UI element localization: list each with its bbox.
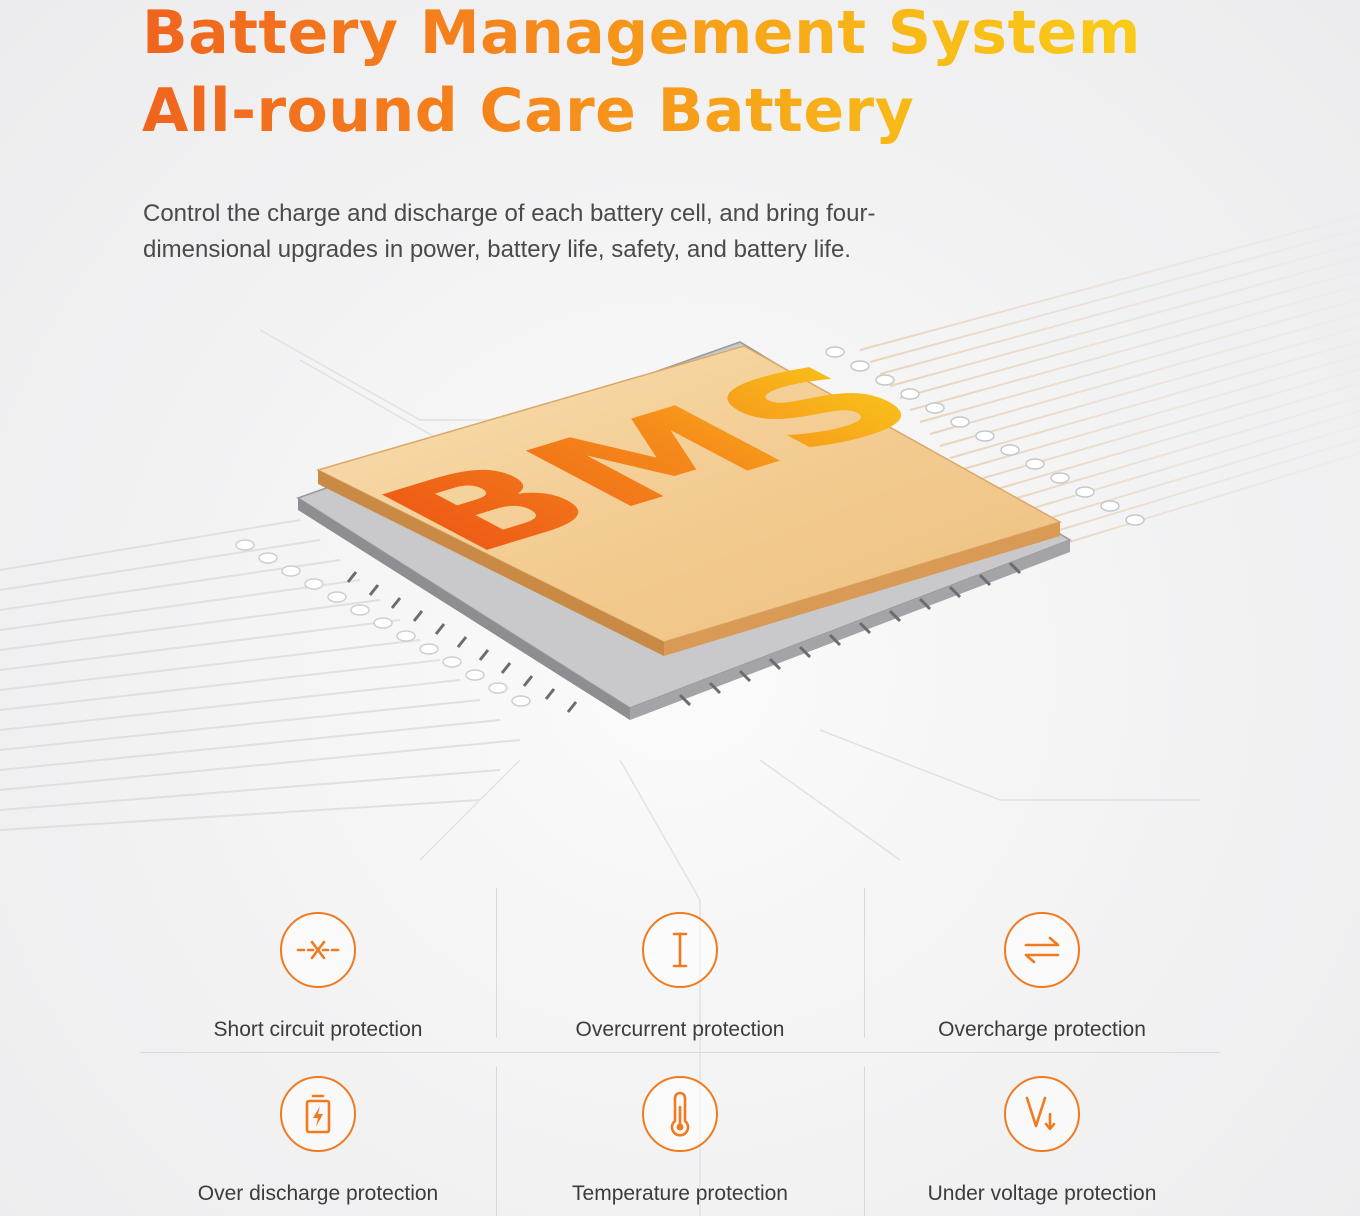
charge-arrows-icon [1004,912,1080,988]
short-circuit-icon [280,912,356,988]
divider [496,1066,497,1216]
thermometer-icon [642,1076,718,1152]
pads-left [235,539,531,707]
bms-chip: BMS [296,341,1072,720]
voltage-icon [1004,1076,1080,1152]
headline-line-2: All-round Care Battery [142,76,915,146]
divider [140,1052,1220,1053]
protection-features-grid: Short circuit protection Overcurrent pro… [140,888,1220,1216]
divider [496,888,497,1038]
description-text: Control the charge and discharge of each… [143,200,876,263]
left-trace-bundle [0,519,521,831]
divider [864,1066,865,1216]
feature-label: Short circuit protection [213,1018,423,1041]
feature-label: Over discharge protection [197,1182,439,1205]
feature-over-discharge: Over discharge protection [148,1076,488,1206]
feature-label: Under voltage protection [927,1182,1157,1205]
chip-pins-left [346,571,578,713]
feature-label: Overcurrent protection [575,1018,785,1041]
battery-bolt-icon [280,1076,356,1152]
feature-label: Overcharge protection [938,1018,1146,1041]
feature-overcharge: Overcharge protection [872,912,1212,1042]
current-icon [642,912,718,988]
feature-short-circuit: Short circuit protection [148,912,488,1042]
divider [864,888,865,1038]
chip-pins-right [678,561,1022,707]
feature-temperature: Temperature protection [510,1076,850,1206]
right-trace-bundle [859,214,1360,555]
pads-right [825,346,1145,526]
feature-overcurrent: Overcurrent protection [510,912,850,1042]
feature-under-voltage: Under voltage protection [872,1076,1212,1206]
feature-label: Temperature protection [572,1182,788,1205]
headline-line-1: Battery Management System [142,0,1141,68]
headline: Battery Management System All-round Care… [142,0,1141,150]
